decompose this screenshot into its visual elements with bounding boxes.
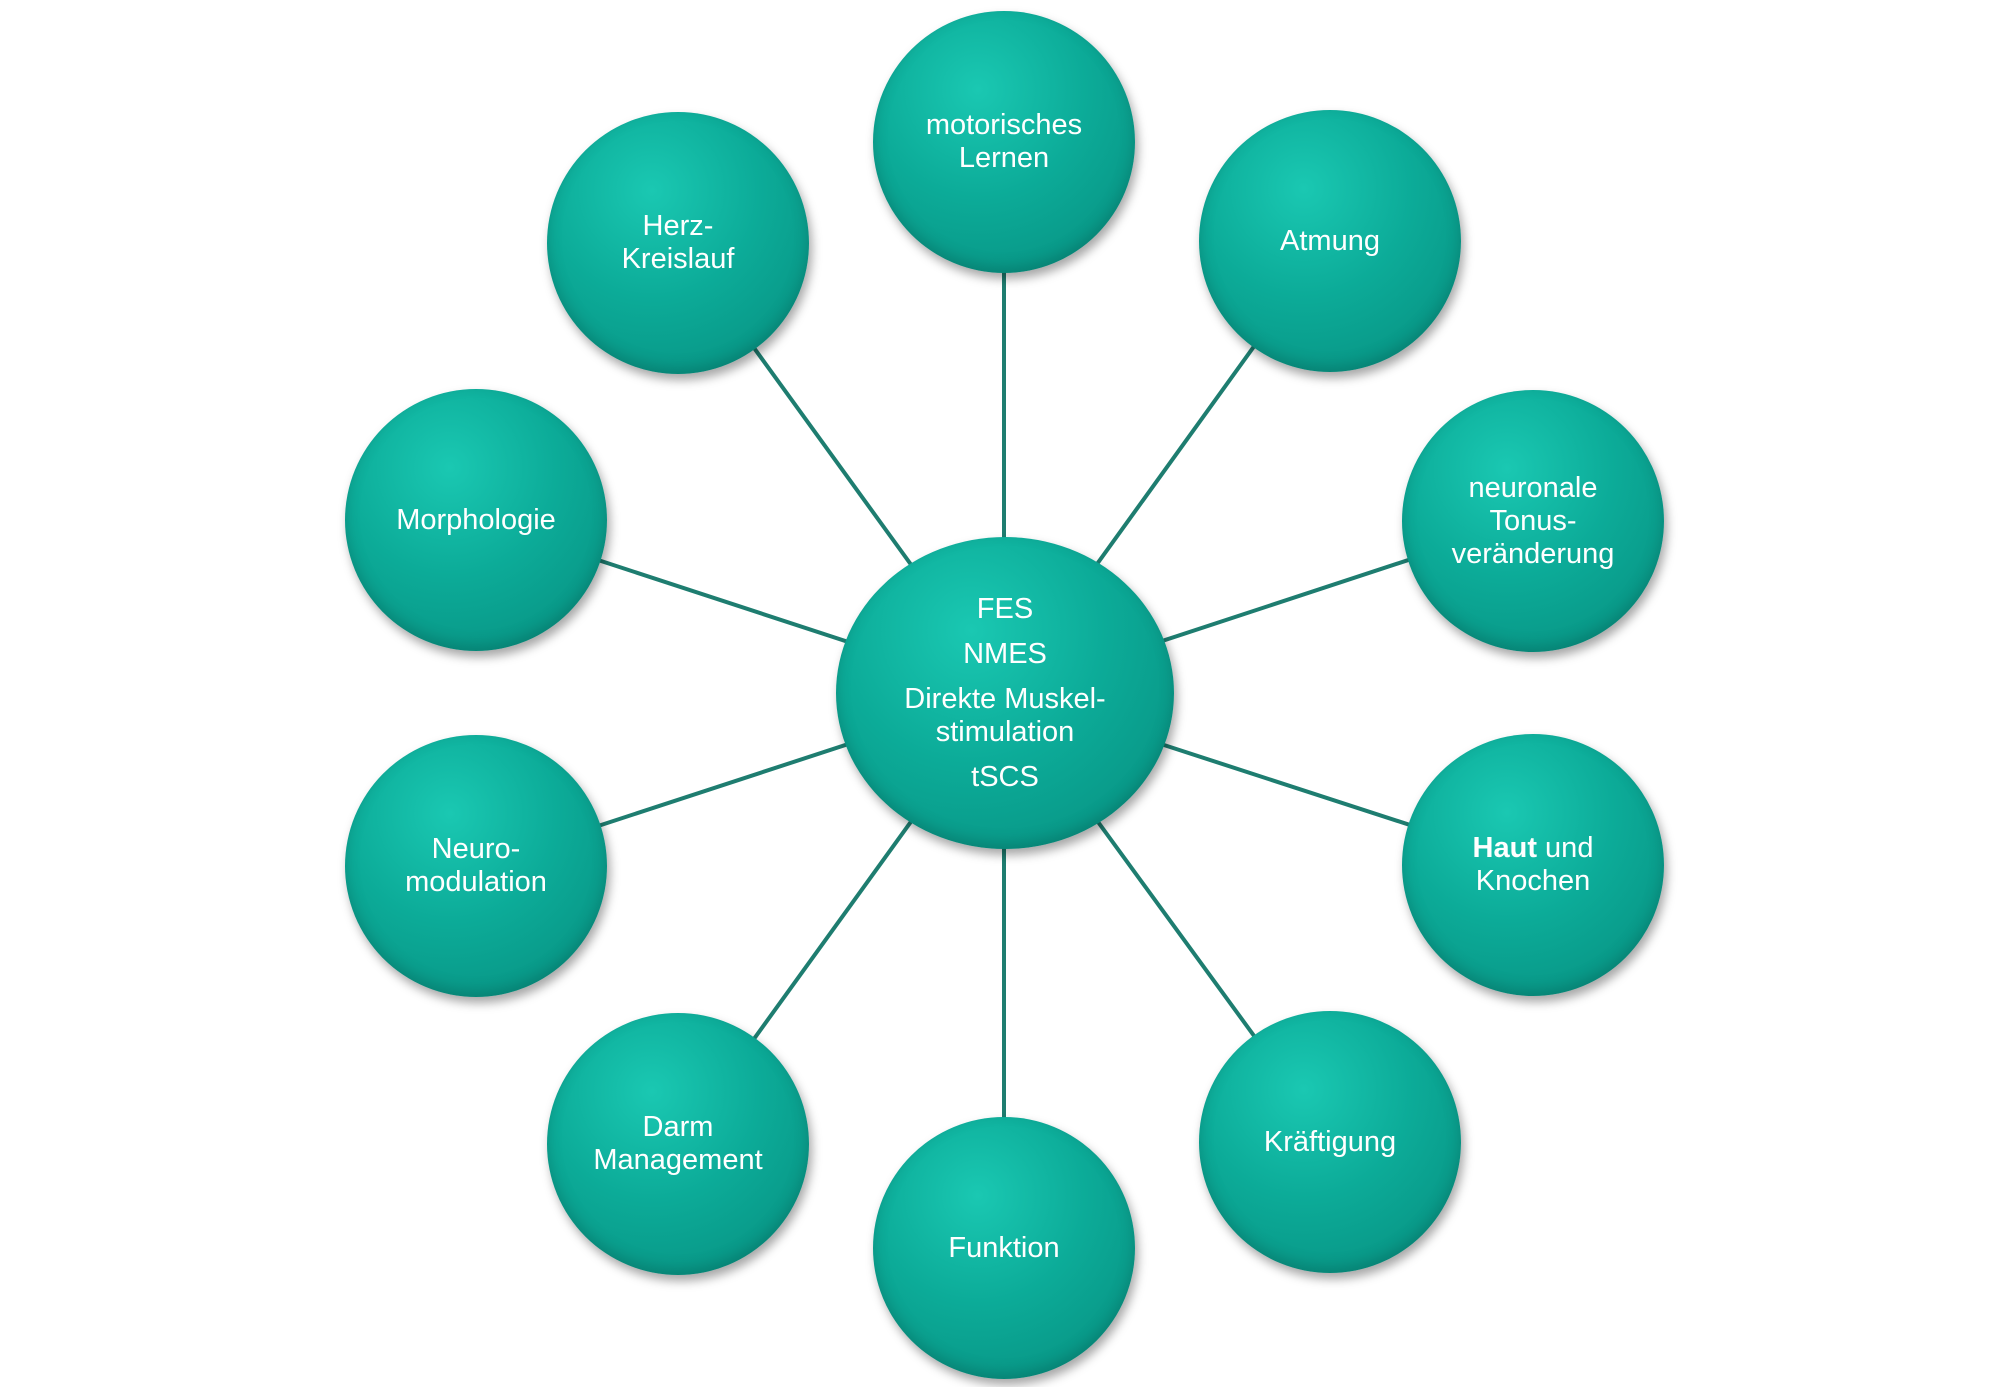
node-darm-management: Darm Management bbox=[547, 1013, 809, 1275]
node-label-rest: und bbox=[1537, 832, 1594, 864]
node-herz-kreislauf: Herz- Kreislauf bbox=[547, 112, 809, 374]
node-label: Atmung bbox=[1280, 224, 1380, 257]
node-label: motorisches bbox=[925, 109, 1083, 141]
node-haut-und-knochen: Haut und Knochen bbox=[1402, 734, 1664, 996]
node-motorisches-lernen: motorisches Lernen bbox=[873, 11, 1135, 273]
center-label-tscs: tSCS bbox=[971, 760, 1039, 793]
node-atmung: Atmung bbox=[1199, 110, 1461, 372]
node-label: modulation bbox=[405, 866, 547, 898]
node-label: Kreislauf bbox=[621, 243, 735, 275]
center-label-nmes: NMES bbox=[963, 637, 1047, 670]
center-label-fes: FES bbox=[976, 592, 1034, 625]
node-label: Haut und bbox=[1473, 832, 1594, 865]
center-label-direkte-muskel: Direkte Muskel- bbox=[904, 682, 1106, 715]
node-label: veränderung bbox=[1451, 537, 1615, 570]
node-label: Funktion bbox=[948, 1231, 1060, 1264]
node-neuromodulation: Neuro- modulation bbox=[345, 735, 607, 997]
center-label-stimulation: stimulation bbox=[935, 715, 1075, 748]
node-morphologie: Morphologie bbox=[345, 389, 607, 651]
node-label: Tonus- bbox=[1489, 504, 1577, 537]
node-label: Knochen bbox=[1475, 865, 1591, 897]
node-label-bold: Haut bbox=[1472, 832, 1537, 864]
node-label: Kräftigung bbox=[1263, 1125, 1397, 1158]
node-label: Herz- bbox=[642, 210, 714, 242]
node-funktion: Funktion bbox=[873, 1117, 1135, 1379]
node-label: Darm bbox=[642, 1111, 714, 1143]
node-neuronale-tonusveraenderung: neuronale Tonus- veränderung bbox=[1402, 390, 1664, 652]
node-label: Management bbox=[593, 1144, 763, 1176]
node-label: Lernen bbox=[958, 142, 1050, 174]
node-label: Neuro- bbox=[431, 833, 521, 865]
node-label: Morphologie bbox=[396, 503, 556, 536]
node-kraeftigung: Kräftigung bbox=[1199, 1011, 1461, 1273]
node-center: FES NMES Direkte Muskel- stimulation tSC… bbox=[836, 537, 1174, 849]
node-label: neuronale bbox=[1468, 471, 1598, 504]
